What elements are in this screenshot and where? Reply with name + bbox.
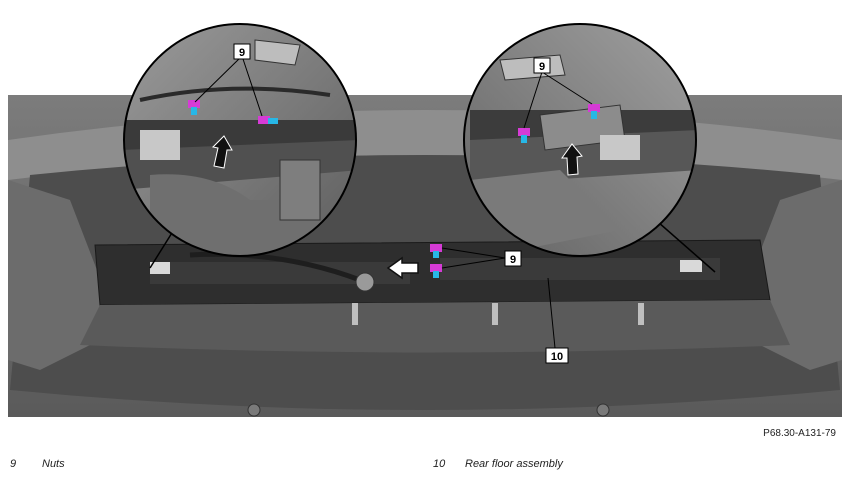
svg-text:10: 10	[551, 351, 563, 363]
stud-1	[352, 303, 358, 325]
detail-view-right	[463, 23, 697, 257]
crossmember-recess-left	[150, 262, 410, 284]
detail-leader-left	[149, 227, 176, 269]
detail-view-left	[123, 23, 357, 257]
stud-3	[638, 303, 644, 325]
legend-number: 10	[433, 458, 446, 470]
lower-floor-panel	[80, 300, 790, 353]
legend-item-rear-floor-assembly: 10 Rear floor assembly	[433, 458, 563, 470]
svg-text:9: 9	[539, 61, 545, 73]
direction-arrow-main	[386, 256, 419, 280]
bracket-right	[680, 260, 702, 272]
stud-2	[492, 303, 498, 325]
leader-10-main	[547, 277, 556, 349]
leader-9-main-a	[441, 247, 506, 259]
callout-9-right-detail: 9	[533, 57, 551, 74]
legend-number: 9	[10, 458, 17, 470]
main-nut-lower	[430, 264, 442, 278]
legend-text: Rear floor assembly	[465, 458, 563, 470]
svg-text:9: 9	[510, 254, 516, 266]
figure-id: P68.30-A131-79	[763, 428, 836, 439]
callout-10-main: 10	[545, 347, 569, 364]
legend-item-nuts: 9 Nuts	[10, 458, 65, 470]
svg-text:9: 9	[239, 47, 245, 59]
callout-9-main: 9	[504, 250, 522, 267]
grommet	[355, 272, 375, 292]
leader-9-main-b	[441, 257, 506, 269]
technical-illustration: 9 9 9 10	[8, 23, 842, 417]
bracket-left	[150, 262, 170, 274]
main-nut-upper	[430, 244, 442, 258]
legend-text: Nuts	[42, 458, 65, 470]
cable-harness	[189, 251, 361, 283]
callout-9-left-detail: 9	[233, 43, 251, 60]
bumper-hole-left	[247, 403, 261, 417]
bumper-hole-right	[596, 403, 610, 417]
